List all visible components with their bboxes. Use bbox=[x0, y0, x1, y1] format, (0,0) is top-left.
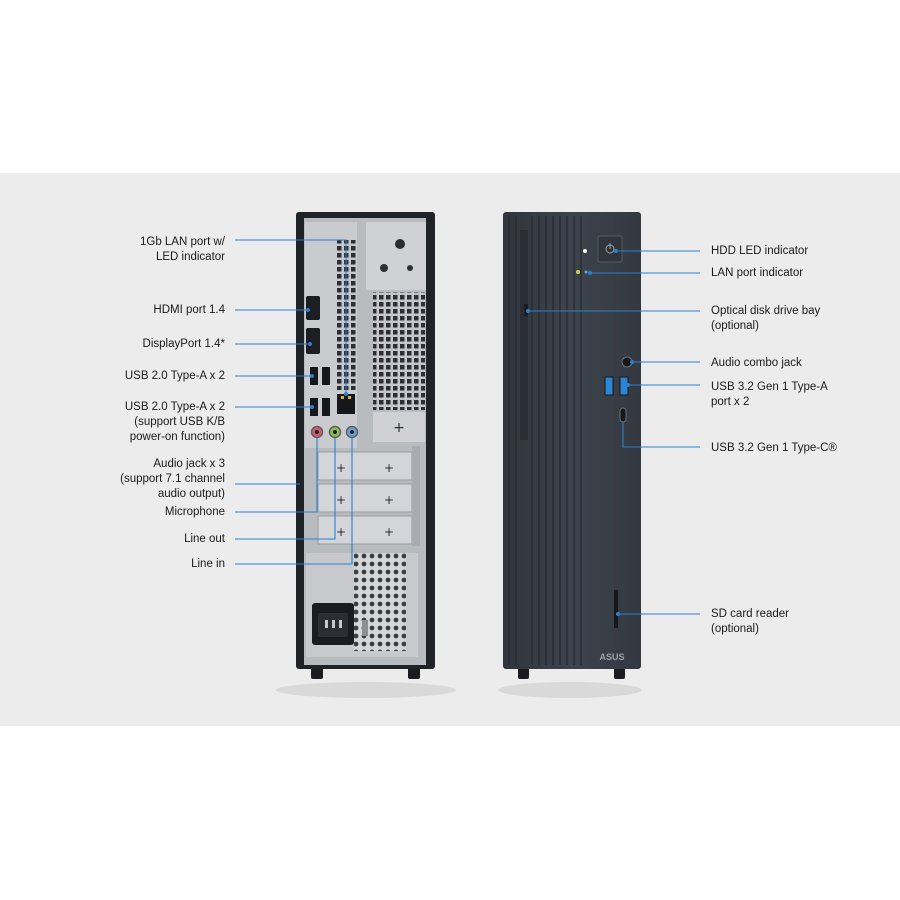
label-microphone: Microphone bbox=[164, 506, 225, 518]
rear-chassis: + + + + + + + bbox=[276, 212, 456, 698]
usb2-port-2 bbox=[322, 367, 330, 385]
optical-drive-bay bbox=[520, 230, 528, 440]
callout-lines bbox=[235, 239, 700, 615]
rear-bracket-mid bbox=[373, 412, 425, 442]
front-case bbox=[503, 212, 641, 669]
svg-text:+: + bbox=[336, 493, 346, 507]
label-usb32-typec: USB 3.2 Gen 1 Type-C® bbox=[711, 442, 837, 454]
label-line-out: Line out bbox=[184, 533, 225, 545]
label-audio-jacks: Audio jack x 3 (support 7.1 channel audi… bbox=[120, 458, 225, 500]
label-hdd-led: HDD LED indicator bbox=[711, 245, 809, 257]
label-usb32-typea: USB 3.2 Gen 1 Type-A port x 2 bbox=[711, 381, 828, 408]
callout-dots bbox=[306, 249, 634, 616]
sd-card-slot bbox=[614, 590, 618, 628]
usb32-port-1 bbox=[604, 376, 614, 396]
label-line-in: Line in bbox=[191, 558, 225, 570]
hdmi-port bbox=[306, 296, 320, 320]
brand-logo: ASUS bbox=[599, 652, 624, 662]
psu-vent bbox=[354, 553, 406, 651]
svg-text:+: + bbox=[384, 461, 394, 475]
rear-vent-block bbox=[373, 292, 425, 410]
svg-text:+: + bbox=[384, 493, 394, 507]
lan-led bbox=[576, 270, 580, 274]
label-lan-port: 1Gb LAN port w/ LED indicator bbox=[139, 236, 225, 263]
lan-port bbox=[337, 394, 355, 414]
front-chassis: ASUS bbox=[498, 212, 642, 698]
label-hdmi-port: HDMI port 1.4 bbox=[153, 304, 225, 316]
usb-c-port bbox=[619, 407, 627, 423]
front-grooves bbox=[508, 216, 582, 665]
label-audio-combo: Audio combo jack bbox=[711, 357, 802, 369]
label-optical-drive: Optical disk drive bay (optional) bbox=[711, 305, 821, 332]
background-panel bbox=[0, 173, 900, 726]
displayport-port bbox=[306, 328, 320, 354]
svg-text:+: + bbox=[384, 525, 394, 539]
label-lan-indicator: LAN port indicator bbox=[711, 267, 804, 279]
hdd-led bbox=[583, 249, 587, 253]
label-displayport: DisplayPort 1.4* bbox=[142, 338, 225, 350]
label-usb2-ports: USB 2.0 Type-A x 2 bbox=[124, 370, 225, 382]
rear-bracket-top bbox=[366, 222, 426, 290]
label-sd-reader: SD card reader (optional) bbox=[711, 608, 789, 635]
svg-text:+: + bbox=[393, 420, 405, 436]
rear-screw-hole bbox=[395, 239, 405, 249]
svg-text:+: + bbox=[336, 461, 346, 475]
rear-shadow bbox=[276, 682, 456, 698]
svg-text:+: + bbox=[336, 525, 346, 539]
expansion-slots: + + + + + + bbox=[317, 446, 420, 546]
label-usb2-kb-ports: USB 2.0 Type-A x 2 (support USB K/B powe… bbox=[124, 401, 225, 443]
usb2-port-4 bbox=[322, 398, 330, 416]
